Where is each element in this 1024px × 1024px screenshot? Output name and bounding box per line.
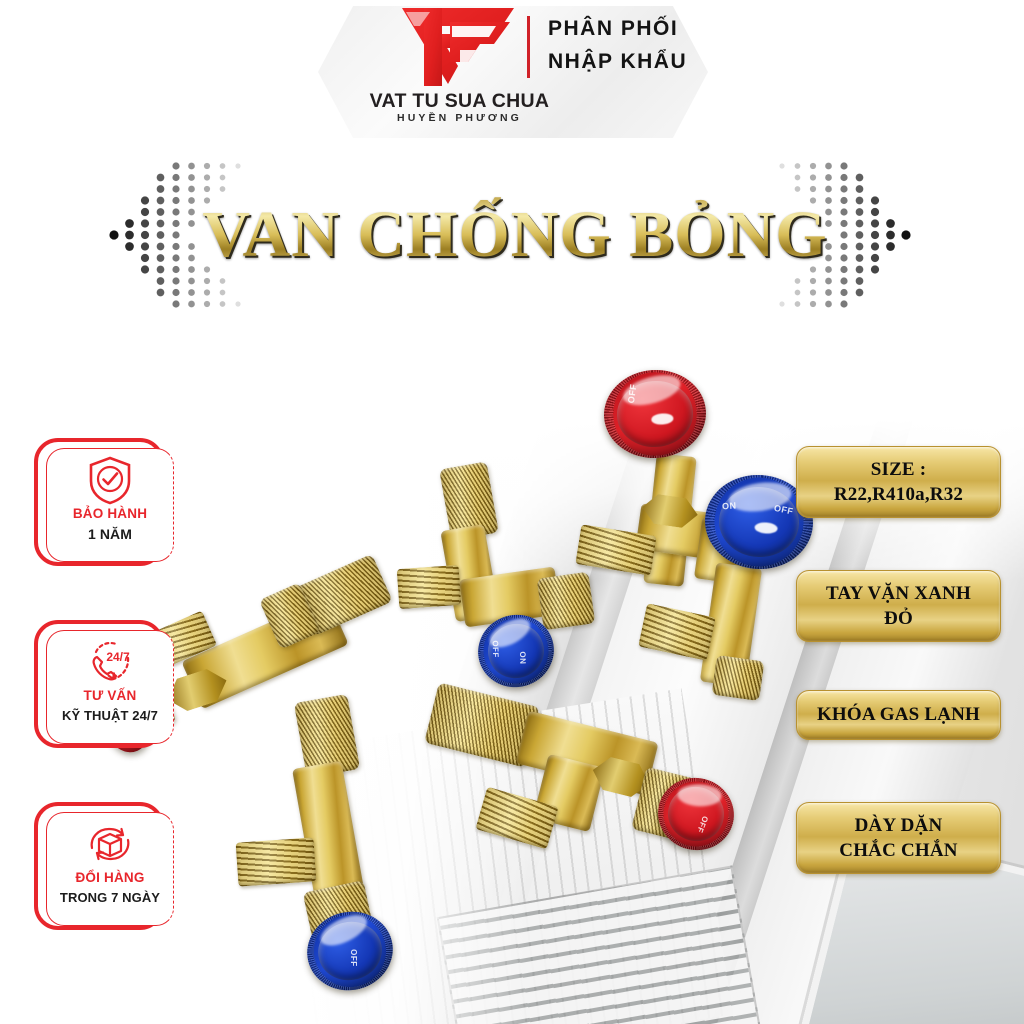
shield-check-icon bbox=[46, 452, 174, 508]
badge-label-1: BẢO HÀNH bbox=[72, 506, 148, 521]
badge-label-1: TƯ VẤN bbox=[83, 688, 137, 703]
tagline: PHÂN PHỐI NHẬP KHẨU bbox=[548, 12, 798, 78]
header: VAT TU SUA CHUA HUYỀN PHƯƠNG PHÂN PHỐI N… bbox=[0, 0, 1024, 148]
badge-label-2: 1 NĂM bbox=[87, 526, 133, 542]
label-handle-color: TAY VẶN XANH ĐỎ bbox=[796, 570, 1001, 642]
badge-warranty: BẢO HÀNH 1 NĂM bbox=[34, 434, 174, 574]
tagline-line-1: PHÂN PHỐI bbox=[548, 17, 679, 40]
title-banner: VAN CHỐNG BỎNG bbox=[0, 160, 1024, 320]
knob-highlight bbox=[620, 369, 685, 412]
badge-return: ĐỔI HÀNG TRONG 7 NGÀY bbox=[34, 798, 174, 938]
brand-subname: HUYỀN PHƯƠNG bbox=[397, 112, 522, 124]
label-durability: DÀY DẶN CHẮC CHẮN bbox=[796, 802, 1001, 874]
label-handle-line-2: ĐỎ bbox=[884, 608, 913, 629]
badge-label-2: KỸ THUẬT 24/7 bbox=[62, 708, 158, 723]
brand-name: VAT TU SUA CHUA bbox=[369, 90, 550, 112]
hp-monogram-icon bbox=[402, 8, 514, 86]
brand-logo: VAT TU SUA CHUA HUYỀN PHƯƠNG bbox=[370, 4, 549, 134]
label-size-line-1: SIZE : bbox=[870, 459, 927, 480]
knob-red-label: OFF bbox=[625, 383, 639, 404]
box-return-icon bbox=[46, 816, 174, 872]
label-handle-line-1: TAY VẶN XANH bbox=[826, 583, 971, 604]
feature-label-list: SIZE : R22,R410a,R32 TAY VẶN XANH ĐỎ KHÓ… bbox=[796, 446, 1006, 894]
halftone-chevron-right-icon bbox=[779, 162, 911, 308]
badge-label-1: ĐỔI HÀNG bbox=[75, 870, 145, 885]
phone-24-7-icon: 24/7 bbox=[46, 634, 174, 690]
label-durability-line-1: DÀY DẶN bbox=[854, 815, 943, 836]
label-durability-line-2: CHẮC CHẮN bbox=[839, 840, 958, 861]
logo-hex-plate bbox=[318, 6, 708, 138]
tagline-line-2: NHẬP KHẨU bbox=[548, 50, 688, 73]
label-gas-lock-line-1: KHÓA GAS LẠNH bbox=[816, 704, 981, 725]
badge-support: 24/7 TƯ VẤN KỸ THUẬT 24/7 bbox=[34, 616, 174, 756]
feature-badge-list: BẢO HÀNH 1 NĂM 24/7 TƯ VẤN KỸ THUẬT 24/7 bbox=[34, 434, 204, 980]
label-gas-lock: KHÓA GAS LẠNH bbox=[796, 690, 1001, 740]
badge-inner-frame bbox=[46, 812, 174, 926]
svg-text:24/7: 24/7 bbox=[106, 650, 130, 664]
label-size: SIZE : R22,R410a,R32 bbox=[796, 446, 1001, 518]
label-size-line-2: R22,R410a,R32 bbox=[833, 484, 964, 505]
page-title: VAN CHỐNG BỎNG bbox=[200, 176, 830, 294]
header-divider bbox=[527, 16, 530, 78]
halftone-chevron-left-icon bbox=[109, 162, 241, 308]
badge-label-2: TRONG 7 NGÀY bbox=[59, 890, 161, 905]
